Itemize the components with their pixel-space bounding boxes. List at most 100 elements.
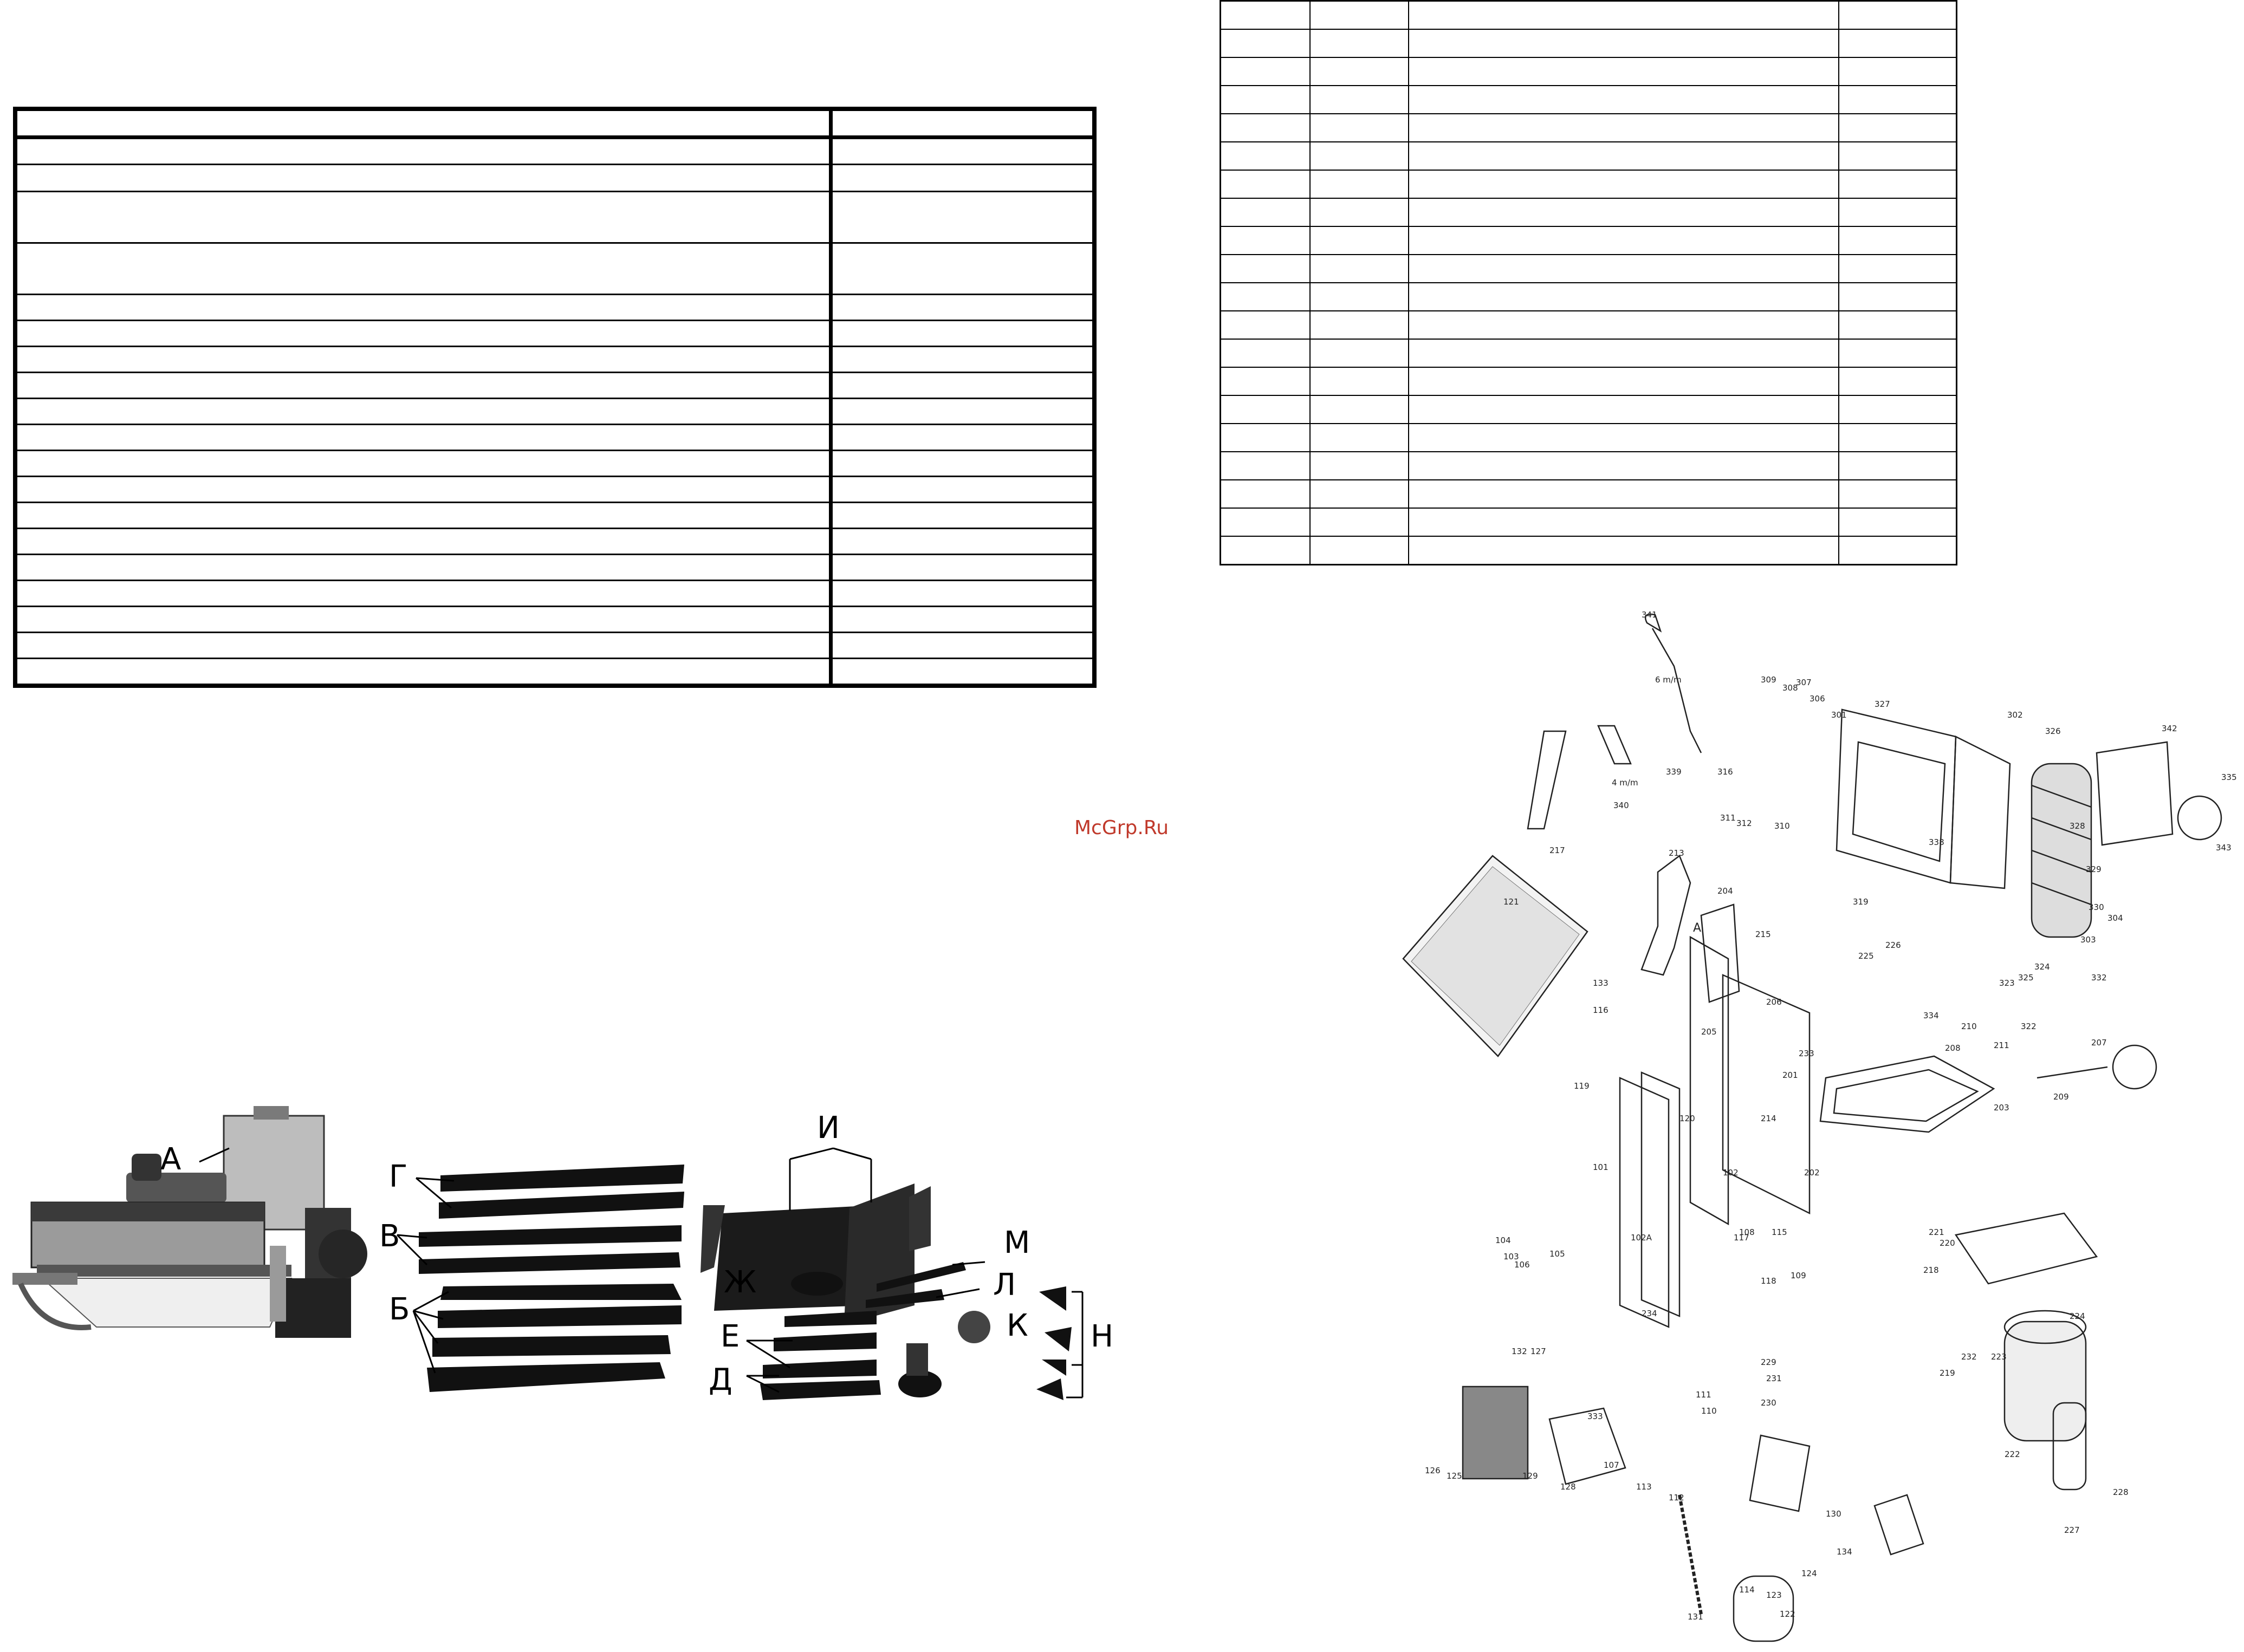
callout-232: 232: [1961, 1352, 1977, 1362]
label-g: Г: [389, 1159, 408, 1194]
callout-122: 122: [1780, 1609, 1795, 1619]
machine-accessories-photo: А Г В Б И М Ж Л К Е Н Д: [10, 1105, 1115, 1419]
callout-230: 230: [1761, 1398, 1776, 1408]
callout-322: 322: [2021, 1022, 2037, 1031]
table-cell: [1838, 254, 1957, 283]
callout-330: 330: [2089, 902, 2104, 912]
callout-101: 101: [1593, 1162, 1609, 1172]
callout-325: 325: [2018, 973, 2034, 983]
table-cell: [1220, 57, 1311, 86]
table-cell: [1309, 113, 1409, 142]
callout-218: 218: [1923, 1265, 1939, 1275]
table-cell: [1220, 339, 1311, 368]
label-k: К: [1007, 1308, 1028, 1343]
callout-213: 213: [1669, 848, 1684, 858]
table-cell: [1408, 85, 1839, 114]
table-cell: [1838, 170, 1957, 199]
callout-130: 130: [1826, 1509, 1841, 1519]
callout-114: 114: [1739, 1585, 1755, 1595]
table-row: [14, 320, 1095, 347]
table-row: [1220, 367, 1957, 396]
table-cell: [1220, 310, 1311, 340]
table-cell: [1838, 226, 1957, 255]
table-row: [1220, 310, 1957, 340]
specifications-table: [13, 107, 1097, 688]
table-row: [14, 164, 1095, 192]
exploded-view-svg: 341 6 m/m 4 m/m 217 339 340 309 308 307 …: [1402, 610, 2237, 1642]
callout-102A: 102A: [1631, 1233, 1652, 1243]
callout-A: A: [1693, 921, 1701, 935]
table-cell: [1220, 282, 1311, 311]
callout-210: 210: [1961, 1022, 1977, 1031]
table-cell: [1220, 508, 1311, 537]
table-row: [1220, 508, 1957, 537]
label-b: Б: [389, 1292, 410, 1327]
callout-343: 343: [2216, 843, 2232, 853]
callout-219: 219: [1940, 1368, 1955, 1378]
callout-338: 338: [1929, 837, 1944, 847]
table-cell: [1838, 310, 1957, 340]
table-row: [1220, 29, 1957, 58]
callout-103: 103: [1503, 1252, 1519, 1261]
label-m: М: [1004, 1225, 1030, 1260]
table-cell: [1309, 508, 1409, 537]
callout-121: 121: [1503, 897, 1519, 907]
table-cell: [1408, 226, 1839, 255]
table-cell: [1408, 451, 1839, 480]
table-row: [14, 528, 1095, 555]
callout-311: 311: [1720, 813, 1736, 823]
table-row: [14, 346, 1095, 373]
table-row: [1220, 451, 1957, 480]
table-cell: [1220, 141, 1311, 171]
table-cell: [1220, 113, 1311, 142]
label-l: Л: [993, 1267, 1016, 1303]
callout-202: 202: [1804, 1168, 1820, 1178]
callout-224: 224: [2070, 1311, 2085, 1321]
callout-342: 342: [2162, 724, 2177, 733]
callout-112: 112: [1669, 1493, 1684, 1503]
callout-4mm: 4 m/m: [1612, 778, 1638, 788]
watermark-text: McGrp.Ru: [1074, 817, 1169, 839]
table-cell: [1309, 254, 1409, 283]
table-cell: [1408, 479, 1839, 509]
label-a: А: [160, 1142, 181, 1177]
drum-sander-machine: [12, 1106, 367, 1338]
callout-217: 217: [1549, 845, 1565, 855]
table-cell: [1838, 57, 1957, 86]
callout-340: 340: [1613, 801, 1629, 810]
callout-220: 220: [1940, 1238, 1955, 1248]
callout-208: 208: [1945, 1043, 1961, 1053]
table-cell: [1309, 310, 1409, 340]
table-row: [1220, 57, 1957, 86]
callout-113: 113: [1636, 1482, 1652, 1492]
callout-108: 108: [1739, 1227, 1755, 1237]
table-row: [1220, 113, 1957, 142]
callout-203: 203: [1994, 1103, 2009, 1113]
callout-131: 131: [1688, 1612, 1703, 1622]
callout-204: 204: [1717, 886, 1733, 896]
callout-116: 116: [1593, 1005, 1609, 1015]
callout-105: 105: [1549, 1249, 1565, 1259]
callout-329: 329: [2086, 864, 2102, 874]
exploded-parts-diagram: 341 6 m/m 4 m/m 217 339 340 309 308 307 …: [1387, 601, 2237, 1647]
table-cell: [1220, 479, 1311, 509]
callout-302: 302: [2007, 710, 2023, 720]
table-row: [1220, 141, 1957, 171]
table-cell: [1838, 85, 1957, 114]
callout-316: 316: [1717, 767, 1733, 777]
table-cell: [1838, 141, 1957, 171]
table-cell: [1408, 282, 1839, 311]
table-row: [14, 398, 1095, 425]
callout-125: 125: [1447, 1471, 1462, 1481]
table-cell: [1838, 479, 1957, 509]
callout-129: 129: [1522, 1471, 1538, 1481]
table-cell: [1408, 395, 1839, 424]
callout-308: 308: [1782, 683, 1798, 693]
table-row: [14, 372, 1095, 399]
table-cell: [1838, 0, 1957, 30]
table-cell: [1220, 395, 1311, 424]
callout-306: 306: [1810, 694, 1825, 704]
callout-309: 309: [1761, 675, 1776, 685]
callout-128: 128: [1560, 1482, 1576, 1492]
table-row: [14, 632, 1095, 659]
